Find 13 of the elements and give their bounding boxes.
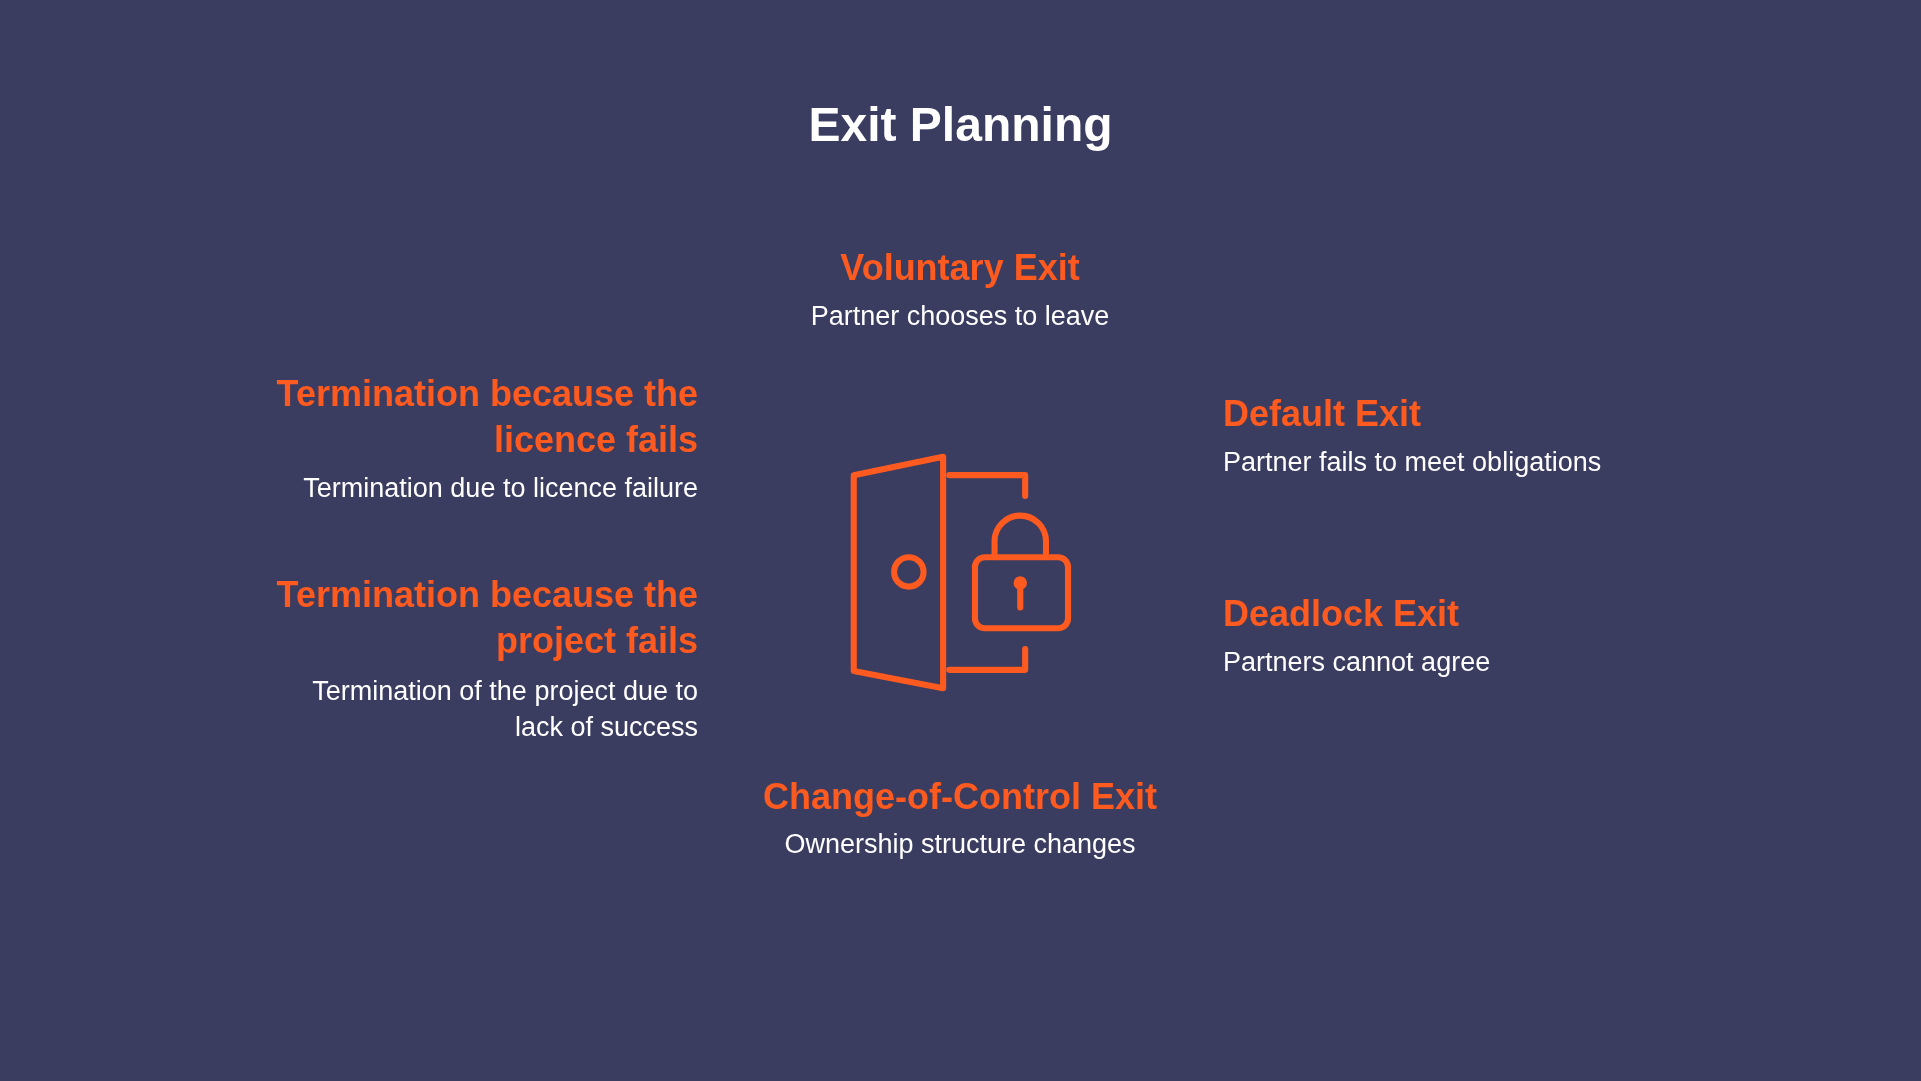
exit-type-description: Termination of the project due to lack of success [311, 675, 698, 744]
exit-type-heading: Termination because the project fails [275, 573, 698, 663]
exit-type-description: Ownership structure changes [783, 828, 1137, 861]
exit-type-description: Partner fails to meet obligations [1223, 446, 1603, 479]
exit-type-heading: Termination because the licence fails [275, 372, 698, 462]
exit-type-description: Partner chooses to leave [809, 300, 1111, 333]
exit-type-description: Partners cannot agree [1223, 646, 1492, 679]
title: Exit Planning [807, 97, 1114, 153]
exit-type-heading: Voluntary Exit [839, 246, 1081, 290]
exit-type-description: Termination due to licence failure [302, 472, 698, 505]
exit-type-heading: Deadlock Exit [1223, 592, 1461, 636]
exit-type-heading: Default Exit [1223, 392, 1423, 436]
exit-type-heading: Change-of-Control Exit [762, 775, 1158, 819]
